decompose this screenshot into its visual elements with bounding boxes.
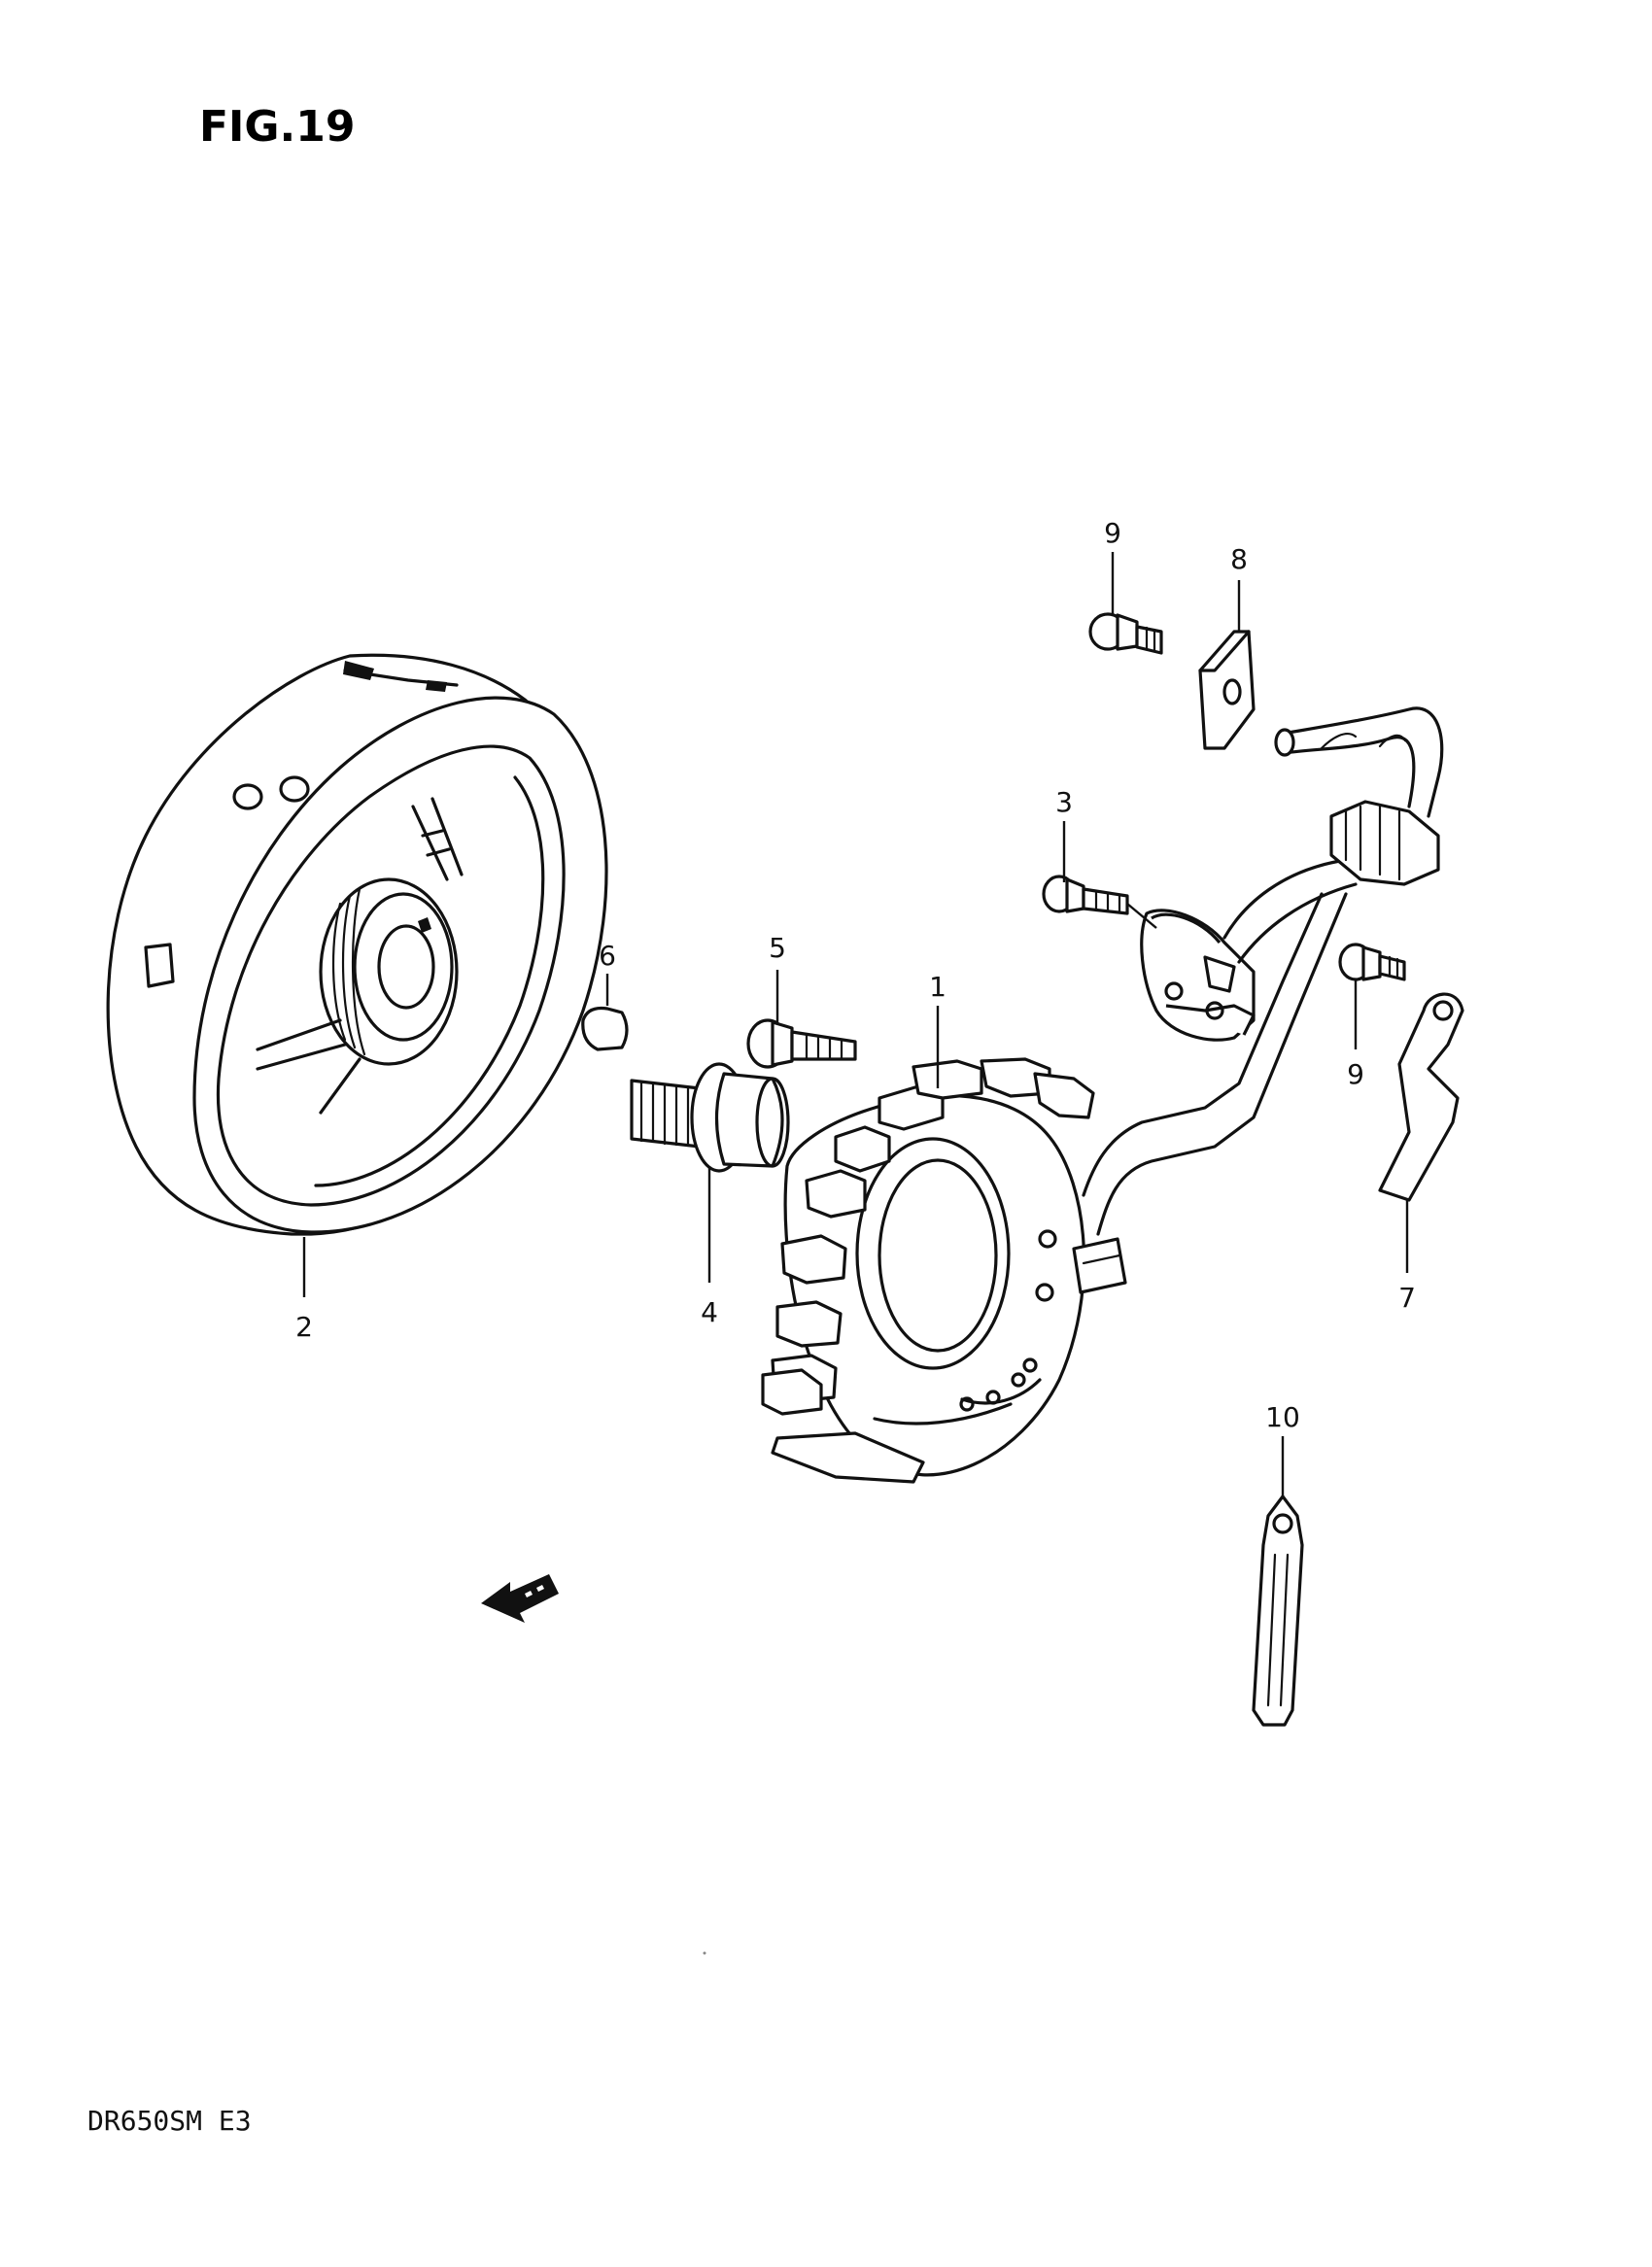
grommet-lead-drawing <box>1274 706 1444 886</box>
callout-6: 6 <box>599 940 616 972</box>
figure-title: FIG.19 <box>199 102 356 152</box>
callout-5: 5 <box>769 932 786 964</box>
callout-8: 8 <box>1230 543 1248 575</box>
forward-arrow-icon <box>481 1574 559 1623</box>
scan-speck <box>703 1951 706 1955</box>
screw-lower-drawing <box>1338 943 1406 981</box>
model-code: DR650SM E3 <box>87 2105 252 2137</box>
leader-lines <box>302 552 1409 1496</box>
callout-4: 4 <box>701 1296 718 1328</box>
cable-tie-drawing <box>1252 1494 1304 1727</box>
stator-drawing <box>761 892 1348 1484</box>
pickup-screw-drawing <box>1042 875 1129 915</box>
rotor-bolt-drawing <box>630 1062 790 1173</box>
callout-9-lower: 9 <box>1347 1058 1364 1090</box>
callout-10: 10 <box>1265 1401 1300 1433</box>
flywheel-rotor-drawing <box>106 653 608 1236</box>
callout-3: 3 <box>1055 786 1073 818</box>
callout-7: 7 <box>1398 1282 1416 1314</box>
lead-wire-clamp-drawing <box>1378 992 1464 1202</box>
lead-wire-holder-drawing <box>1198 630 1256 750</box>
screw-upper-drawing <box>1088 612 1163 655</box>
stator-bolt-drawing <box>746 1018 857 1069</box>
callout-9-upper: 9 <box>1104 517 1121 549</box>
pickup-coil-drawing <box>1140 858 1358 1042</box>
woodruff-key-drawing <box>581 1006 629 1051</box>
callout-1: 1 <box>929 971 946 1003</box>
callout-2: 2 <box>295 1311 313 1343</box>
